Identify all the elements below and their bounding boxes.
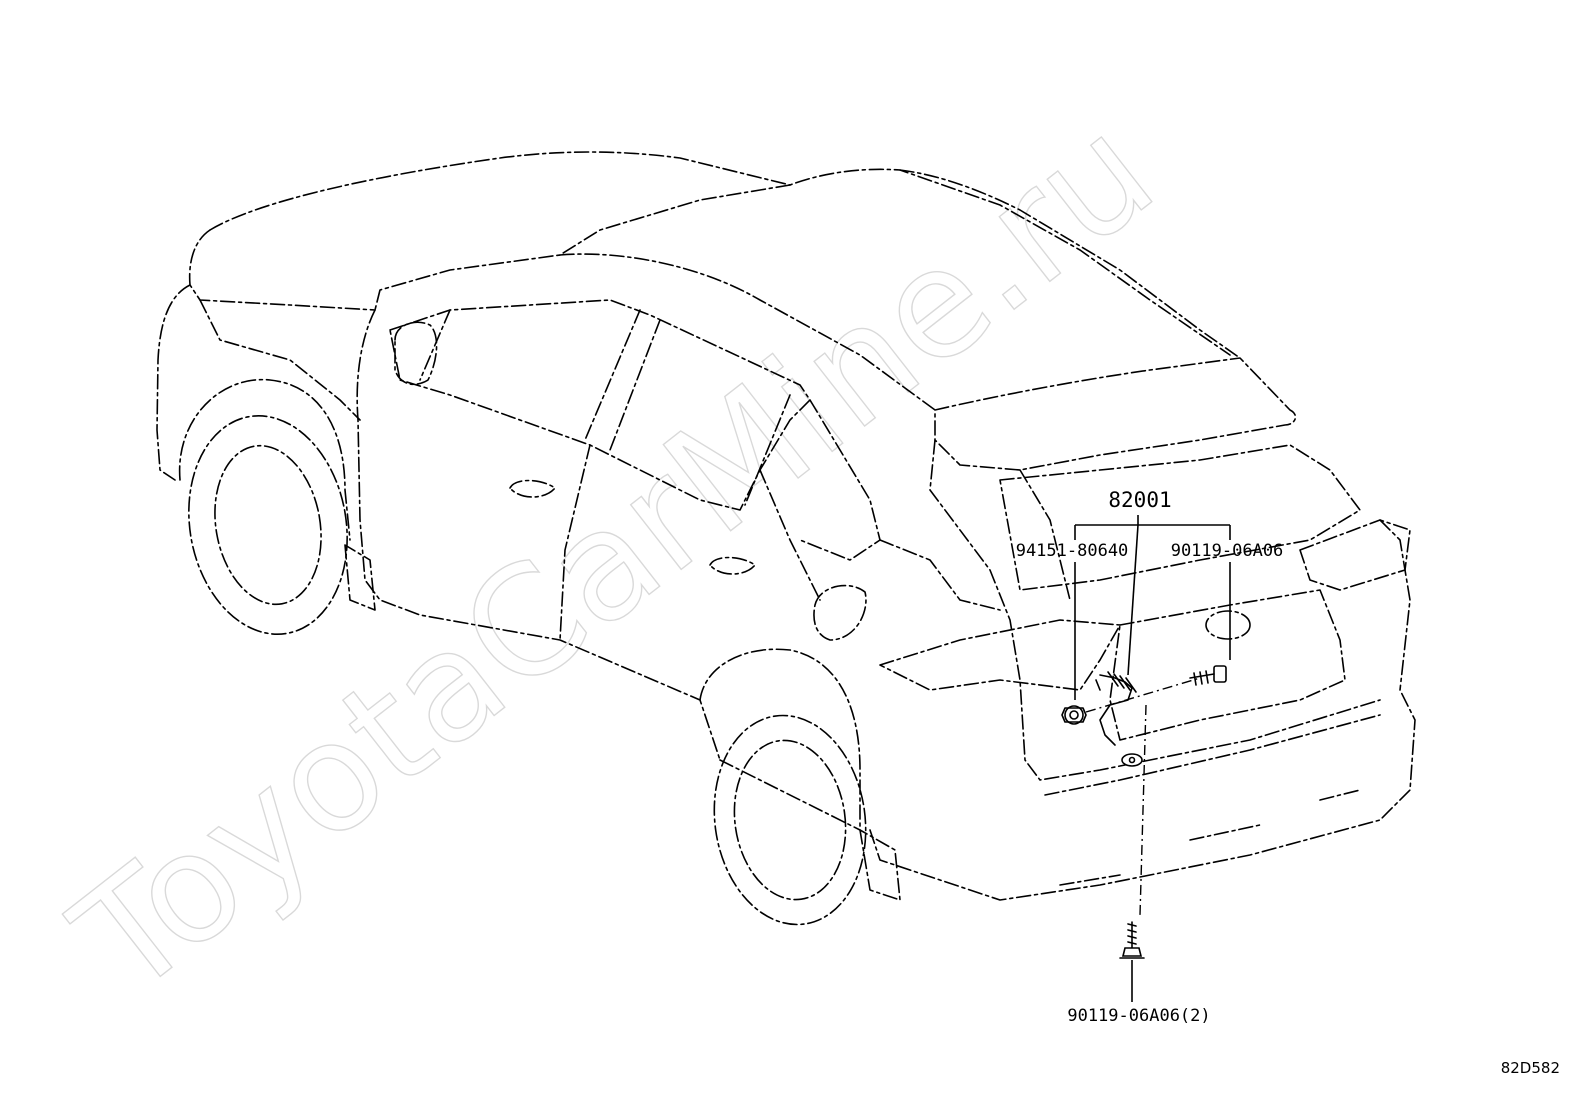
ground-terminal: [1121, 753, 1143, 767]
nut-clip-94151: [1061, 705, 1087, 725]
wiring-assembly: [1095, 671, 1137, 746]
diagram-code: 82D582: [1501, 1059, 1560, 1077]
bolt-90119-right: [1189, 665, 1227, 686]
label-part-90119: 90119-06A06: [1171, 541, 1284, 561]
leader-lines: [1074, 515, 1231, 1002]
bolt-90119-bottom: [1119, 921, 1145, 959]
label-part-94151: 94151-80640: [1016, 541, 1129, 561]
vehicle-outline: [156, 151, 1416, 926]
label-part-90119-qty2: 90119-06A06(2): [1067, 1006, 1210, 1026]
label-assembly-82001: 82001: [1108, 488, 1171, 512]
